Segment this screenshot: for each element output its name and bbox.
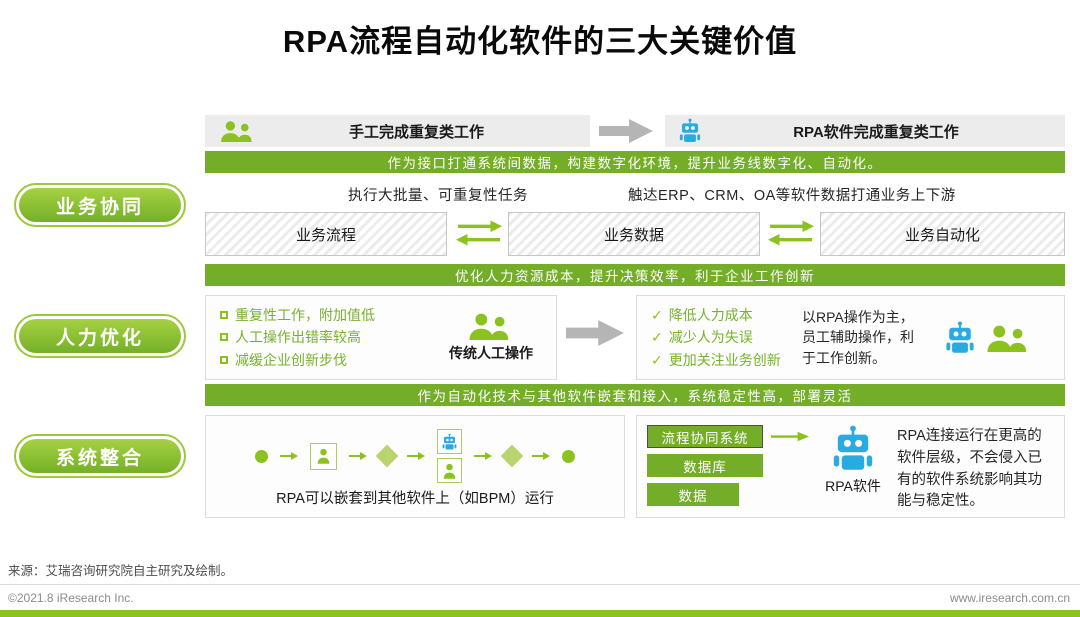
transition-arrow-icon — [566, 315, 624, 351]
exchange-arrows-icon — [768, 219, 814, 247]
section2-banner: 优化人力资源成本，提升决策效率，利于企业工作创新 — [205, 264, 1065, 286]
robot-icon — [945, 321, 975, 355]
website-text: www.iresearch.com.cn — [949, 591, 1070, 605]
robot-icon — [679, 118, 701, 144]
square-bullet-icon — [220, 355, 228, 364]
rpa-operation-note: 以RPA操作为主，员工辅助操作，利于工作创新。 — [802, 309, 914, 366]
flow-box-business-process: 业务流程 — [205, 212, 447, 256]
list-item: ✓ 更加关注业务创新 — [651, 349, 802, 371]
flow-robot-task-node — [437, 429, 462, 454]
bottom-brand-bar — [0, 610, 1080, 617]
pro-text: 减少人为失误 — [668, 329, 753, 346]
footer-divider — [0, 584, 1080, 585]
transition-arrow-icon — [599, 117, 653, 145]
square-bullet-icon — [220, 333, 228, 342]
flow-parallel-tasks — [437, 429, 462, 483]
manual-work-label: 手工完成重复类工作 — [348, 123, 484, 141]
connect-arrow-icon — [771, 425, 809, 448]
flow-box-business-automation: 业务自动化 — [820, 212, 1065, 256]
system-integration-note: RPA连接运行在更高的软件层级，不会侵入已有的软件系统影响其功能与稳定性。 — [897, 428, 1042, 510]
section-pill-label: 业务协同 — [19, 188, 181, 222]
page-title: RPA流程自动化软件的三大关键价值 — [282, 24, 798, 59]
con-text: 减缓企业创新步伐 — [235, 351, 347, 368]
flow-gateway-node — [375, 444, 399, 468]
list-item: ✓ 减少人为失误 — [651, 326, 802, 348]
exchange-arrows-icon — [456, 219, 502, 247]
pros-list: ✓ 降低人力成本 ✓ 减少人为失误 ✓ 更加关注业务创新 — [637, 304, 802, 371]
section1-banner: 作为接口打通系统间数据，构建数字化环境，提升业务线数字化、自动化。 — [205, 151, 1065, 173]
flow-box-business-data: 业务数据 — [508, 212, 760, 256]
flow-task-node — [310, 442, 337, 470]
rpa-operation-panel: ✓ 降低人力成本 ✓ 减少人为失误 ✓ 更加关注业务创新 以RPA操作为主，员工… — [636, 295, 1065, 380]
list-item: 人工操作出错率较高 — [220, 326, 434, 348]
people-icon — [985, 324, 1033, 352]
person-icon — [317, 448, 330, 464]
bpm-flowchart — [255, 429, 575, 483]
rpa-software-figure: RPA软件 — [817, 425, 889, 496]
list-item: 重复性工作，附加值低 — [220, 304, 434, 326]
flow-arrow-icon — [405, 451, 427, 461]
flowchart-caption: RPA可以嵌套到其他软件上（如BPM）运行 — [276, 491, 554, 507]
manual-operation-panel: 重复性工作，附加值低 人工操作出错率较高 减缓企业创新步伐 传统人工操作 — [205, 295, 557, 380]
section3-banner: 作为自动化技术与其他软件嵌套和接入，系统稳定性高，部署灵活 — [205, 384, 1065, 406]
system-layer-stack: 流程协同系统 数据库 数据 — [647, 425, 763, 506]
bpm-flowchart-panel: RPA可以嵌套到其他软件上（如BPM）运行 — [205, 415, 625, 518]
check-icon: ✓ — [651, 306, 663, 323]
people-icon — [219, 120, 257, 142]
flow-start-node — [255, 449, 268, 463]
rpa-work-header: RPA软件完成重复类工作 — [665, 115, 1065, 147]
rpa-and-people-figure — [914, 321, 1064, 355]
flow-arrow-icon — [530, 451, 552, 461]
section-pill-label: 系统整合 — [19, 439, 181, 473]
section1-note-right: 触达ERP、CRM、OA等软件数据打通业务上下游 — [628, 188, 956, 204]
layer-data: 数据 — [647, 483, 739, 506]
list-item: ✓ 降低人力成本 — [651, 304, 802, 326]
robot-icon — [832, 425, 874, 473]
source-note: 来源：艾瑞咨询研究院自主研究及绘制。 — [8, 564, 234, 578]
flow-arrow-icon — [472, 451, 494, 461]
con-text: 人工操作出错率较高 — [235, 329, 361, 346]
manual-operation-caption: 传统人工操作 — [449, 345, 533, 361]
flow-task-node — [437, 458, 462, 483]
system-layers-panel: 流程协同系统 数据库 数据 RPA软件 RPA连接运行在更高的软件层级，不会侵入… — [636, 415, 1065, 518]
flow-gateway-node — [500, 444, 524, 468]
section-pill-hr-optimization: 人力优化 — [14, 314, 186, 358]
copyright-text: ©2021.8 iResearch Inc. — [8, 591, 134, 605]
con-text: 重复性工作，附加值低 — [235, 306, 375, 323]
list-item: 减缓企业创新步伐 — [220, 349, 434, 371]
rpa-work-label: RPA软件完成重复类工作 — [793, 123, 959, 141]
pro-text: 降低人力成本 — [668, 306, 753, 323]
check-icon: ✓ — [651, 351, 663, 368]
rpa-software-label: RPA软件 — [825, 478, 881, 494]
square-bullet-icon — [220, 311, 228, 320]
layer-process-system: 流程协同系统 — [647, 425, 763, 448]
robot-icon — [442, 433, 457, 451]
check-icon: ✓ — [651, 329, 663, 346]
flow-arrow-icon — [278, 451, 300, 461]
section-pill-system-integration: 系统整合 — [14, 434, 186, 478]
section-pill-business-collaboration: 业务协同 — [14, 183, 186, 227]
section1-note-left: 执行大批量、可重复性任务 — [348, 188, 528, 204]
section-pill-label: 人力优化 — [19, 319, 181, 353]
people-icon — [467, 312, 515, 340]
person-icon — [443, 463, 456, 479]
cons-list: 重复性工作，附加值低 人工操作出错率较高 减缓企业创新步伐 — [206, 304, 434, 371]
layer-database: 数据库 — [647, 454, 763, 477]
manual-work-header: 手工完成重复类工作 — [205, 115, 590, 147]
flow-end-node — [562, 449, 575, 463]
flow-arrow-icon — [347, 451, 369, 461]
manual-operation-figure: 传统人工操作 — [434, 312, 556, 363]
pro-text: 更加关注业务创新 — [668, 351, 781, 368]
